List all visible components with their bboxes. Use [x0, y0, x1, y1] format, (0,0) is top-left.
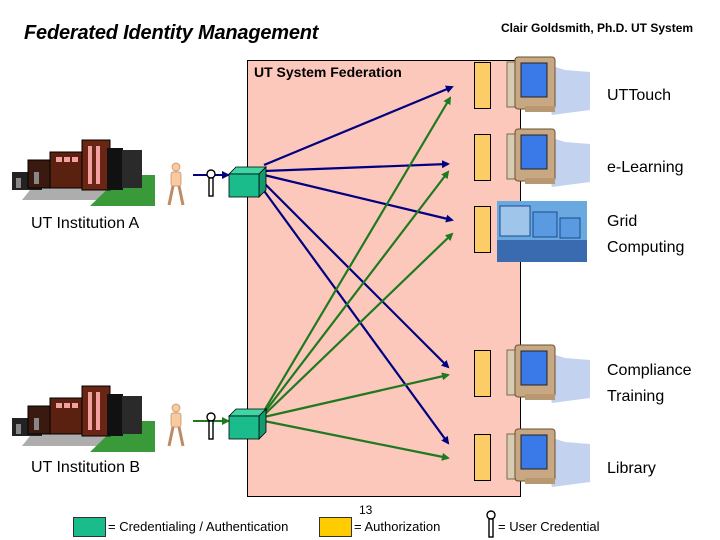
arrow-b-grid — [263, 232, 454, 416]
service-name: UTTouch — [607, 87, 672, 104]
legend-authorization-swatch — [319, 517, 352, 537]
authorization-box-library — [474, 434, 491, 481]
institution-a-arrows — [261, 85, 454, 445]
authorization-box-uttouch — [474, 62, 491, 109]
service-label-library: Library — [607, 456, 656, 482]
arrow-b-compliance — [263, 372, 450, 419]
arrow-a-grid — [263, 173, 454, 223]
arrow-a-library — [261, 187, 450, 445]
legend-key-icon — [486, 510, 496, 538]
legend-credentialing-label: = Credentialing / Authentication — [108, 519, 289, 534]
arrow-b-library — [263, 419, 450, 461]
page-title: Federated Identity Management — [24, 22, 319, 44]
authorization-box-elearning — [474, 134, 491, 181]
authentication-cube-b — [228, 408, 267, 440]
service-name: e-Learning — [607, 159, 684, 176]
user-icon-b — [167, 403, 185, 447]
legend-authorization-label: = Authorization — [354, 519, 441, 534]
arrow-b-elearning — [263, 170, 450, 414]
computer-icon-uttouch — [506, 56, 590, 115]
author-credit: Clair Goldsmith, Ph.D. UT System — [501, 21, 694, 35]
service-name-line1: Grid — [607, 213, 638, 230]
legend-credentialing-swatch — [73, 517, 106, 537]
service-name: Library — [607, 460, 656, 477]
legend-user-credential-label: = User Credential — [498, 519, 600, 534]
building-icon-a — [12, 139, 155, 206]
page-number: 13 — [359, 503, 373, 517]
service-label-compliance: Compliance Training — [607, 358, 691, 410]
user-icon-a — [167, 162, 185, 206]
authorization-box-grid — [474, 206, 491, 253]
authentication-cube-a — [228, 166, 267, 198]
institution-a-label: UT Institution A — [31, 215, 140, 232]
authorization-box-compliance — [474, 350, 491, 397]
service-label-grid: Grid Computing — [607, 209, 684, 261]
computer-icon-elearning — [506, 128, 590, 187]
building-icon-b — [12, 385, 155, 452]
federation-box — [247, 60, 521, 497]
institution-b-label: UT Institution B — [31, 459, 141, 476]
arrow-b-uttouch — [263, 96, 452, 412]
federation-label: UT System Federation — [254, 64, 402, 80]
computer-icon-library — [506, 428, 590, 487]
service-label-uttouch: UTTouch — [607, 83, 671, 109]
computer-lab-icon-grid — [497, 201, 587, 262]
service-label-elearning: e-Learning — [607, 155, 684, 181]
key-icon-b — [206, 412, 216, 440]
institution-b-arrows — [263, 96, 454, 461]
service-name-line2: Computing — [607, 239, 685, 256]
arrow-a-elearning — [263, 160, 450, 173]
arrow-a-uttouch — [263, 85, 454, 167]
arrow-a-compliance — [263, 182, 450, 369]
service-name-line1: Compliance — [607, 362, 692, 379]
computer-icon-compliance — [506, 344, 590, 403]
service-name-line2: Training — [607, 388, 665, 405]
key-icon-a — [206, 169, 216, 197]
